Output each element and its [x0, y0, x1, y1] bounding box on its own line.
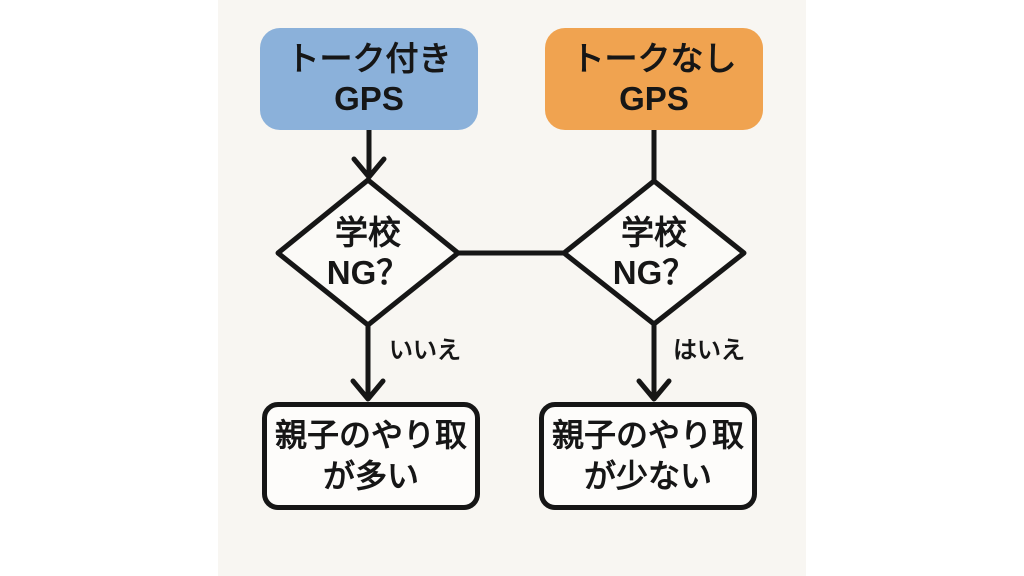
node-result-many-interactions: 親子のやり取 が多い	[262, 402, 480, 510]
arrowhead-icon	[636, 378, 672, 402]
result-right-line2: が少ない	[583, 458, 712, 494]
decision-right-line2: NG？	[612, 254, 696, 291]
node-result-few-interactions: 親子のやり取 が少ない	[539, 402, 757, 510]
node-decision-right-label: 学校 NG？	[564, 213, 744, 293]
arrowhead-icon	[350, 378, 386, 402]
edge-label-yes: はいえ	[673, 337, 745, 364]
arrowhead-icon	[351, 156, 387, 180]
decision-left-line2: NG？	[326, 254, 410, 291]
node-gps-without-talk-line2: GPS	[619, 80, 689, 117]
result-left-line1: 親子のやり取	[274, 417, 467, 453]
node-gps-with-talk-line1: トーク付き	[286, 40, 452, 77]
edge-label-no: いいえ	[389, 337, 461, 364]
result-left-line2: が多い	[322, 458, 419, 494]
result-right-line1: 親子のやり取	[551, 417, 744, 453]
decision-left-line1: 学校	[335, 214, 401, 251]
node-decision-left-label: 学校 NG？	[278, 213, 458, 293]
node-gps-without-talk-line1: トークなし	[571, 40, 737, 77]
decision-right-line1: 学校	[621, 214, 687, 251]
node-gps-without-talk: トークなし GPS	[545, 28, 763, 130]
node-gps-with-talk: トーク付き GPS	[260, 28, 478, 130]
node-gps-with-talk-line2: GPS	[334, 80, 404, 117]
